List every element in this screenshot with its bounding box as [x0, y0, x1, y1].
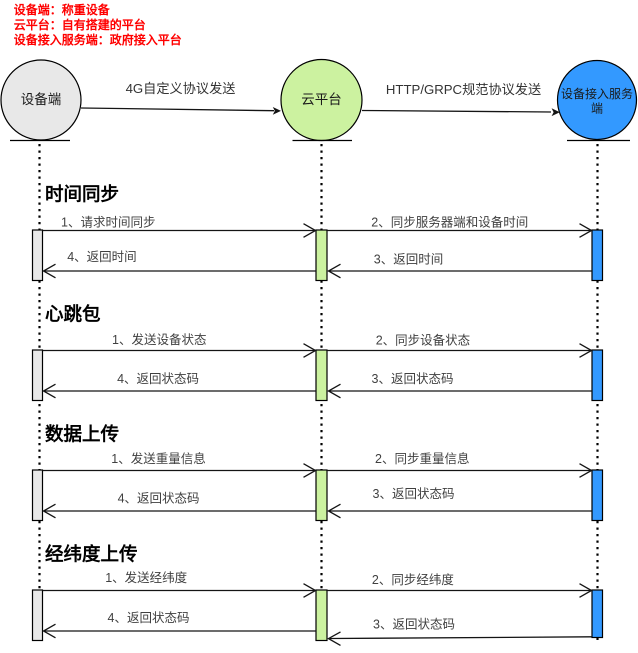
svg-text:经纬度上传: 经纬度上传 — [45, 544, 138, 565]
svg-text:设备接入服务: 设备接入服务 — [561, 86, 633, 101]
svg-text:4、返回状态码: 4、返回状态码 — [117, 372, 199, 386]
svg-text:3、返回时间: 3、返回时间 — [374, 252, 443, 266]
svg-text:云平台: 云平台 — [301, 92, 342, 107]
svg-text:4G自定义协议发送: 4G自定义协议发送 — [126, 81, 236, 96]
svg-text:设备端：称重设备: 设备端：称重设备 — [14, 2, 111, 17]
svg-text:3、返回状态码: 3、返回状态码 — [373, 618, 455, 632]
svg-text:HTTP/GRPC规范协议发送: HTTP/GRPC规范协议发送 — [386, 82, 541, 97]
svg-text:4、返回状态码: 4、返回状态码 — [118, 492, 200, 506]
svg-text:端: 端 — [591, 101, 603, 115]
svg-text:3、返回状态码: 3、返回状态码 — [373, 487, 455, 501]
svg-text:2、同步经纬度: 2、同步经纬度 — [372, 572, 454, 587]
svg-text:1、请求时间同步: 1、请求时间同步 — [61, 216, 155, 230]
svg-text:数据上传: 数据上传 — [45, 424, 119, 445]
svg-text:设备端: 设备端 — [21, 91, 62, 107]
svg-text:1、发送重量信息: 1、发送重量信息 — [111, 451, 205, 466]
svg-text:2、同步设备状态: 2、同步设备状态 — [376, 333, 470, 348]
svg-text:设备接入服务端：政府接入平台: 设备接入服务端：政府接入平台 — [14, 32, 182, 47]
svg-text:3、返回状态码: 3、返回状态码 — [372, 372, 454, 386]
svg-text:4、返回状态码: 4、返回状态码 — [108, 611, 190, 625]
svg-text:1、发送设备状态: 1、发送设备状态 — [112, 332, 206, 347]
svg-text:2、同步服务器端和设备时间: 2、同步服务器端和设备时间 — [371, 215, 528, 230]
svg-text:1、发送经纬度: 1、发送经纬度 — [105, 570, 187, 585]
svg-text:时间同步: 时间同步 — [45, 184, 119, 205]
svg-text:心跳包: 心跳包 — [45, 304, 101, 325]
svg-text:4、返回时间: 4、返回时间 — [67, 250, 136, 264]
svg-text:云平台：自有搭建的平台: 云平台：自有搭建的平台 — [14, 17, 146, 32]
svg-text:2、同步重量信息: 2、同步重量信息 — [375, 451, 469, 466]
